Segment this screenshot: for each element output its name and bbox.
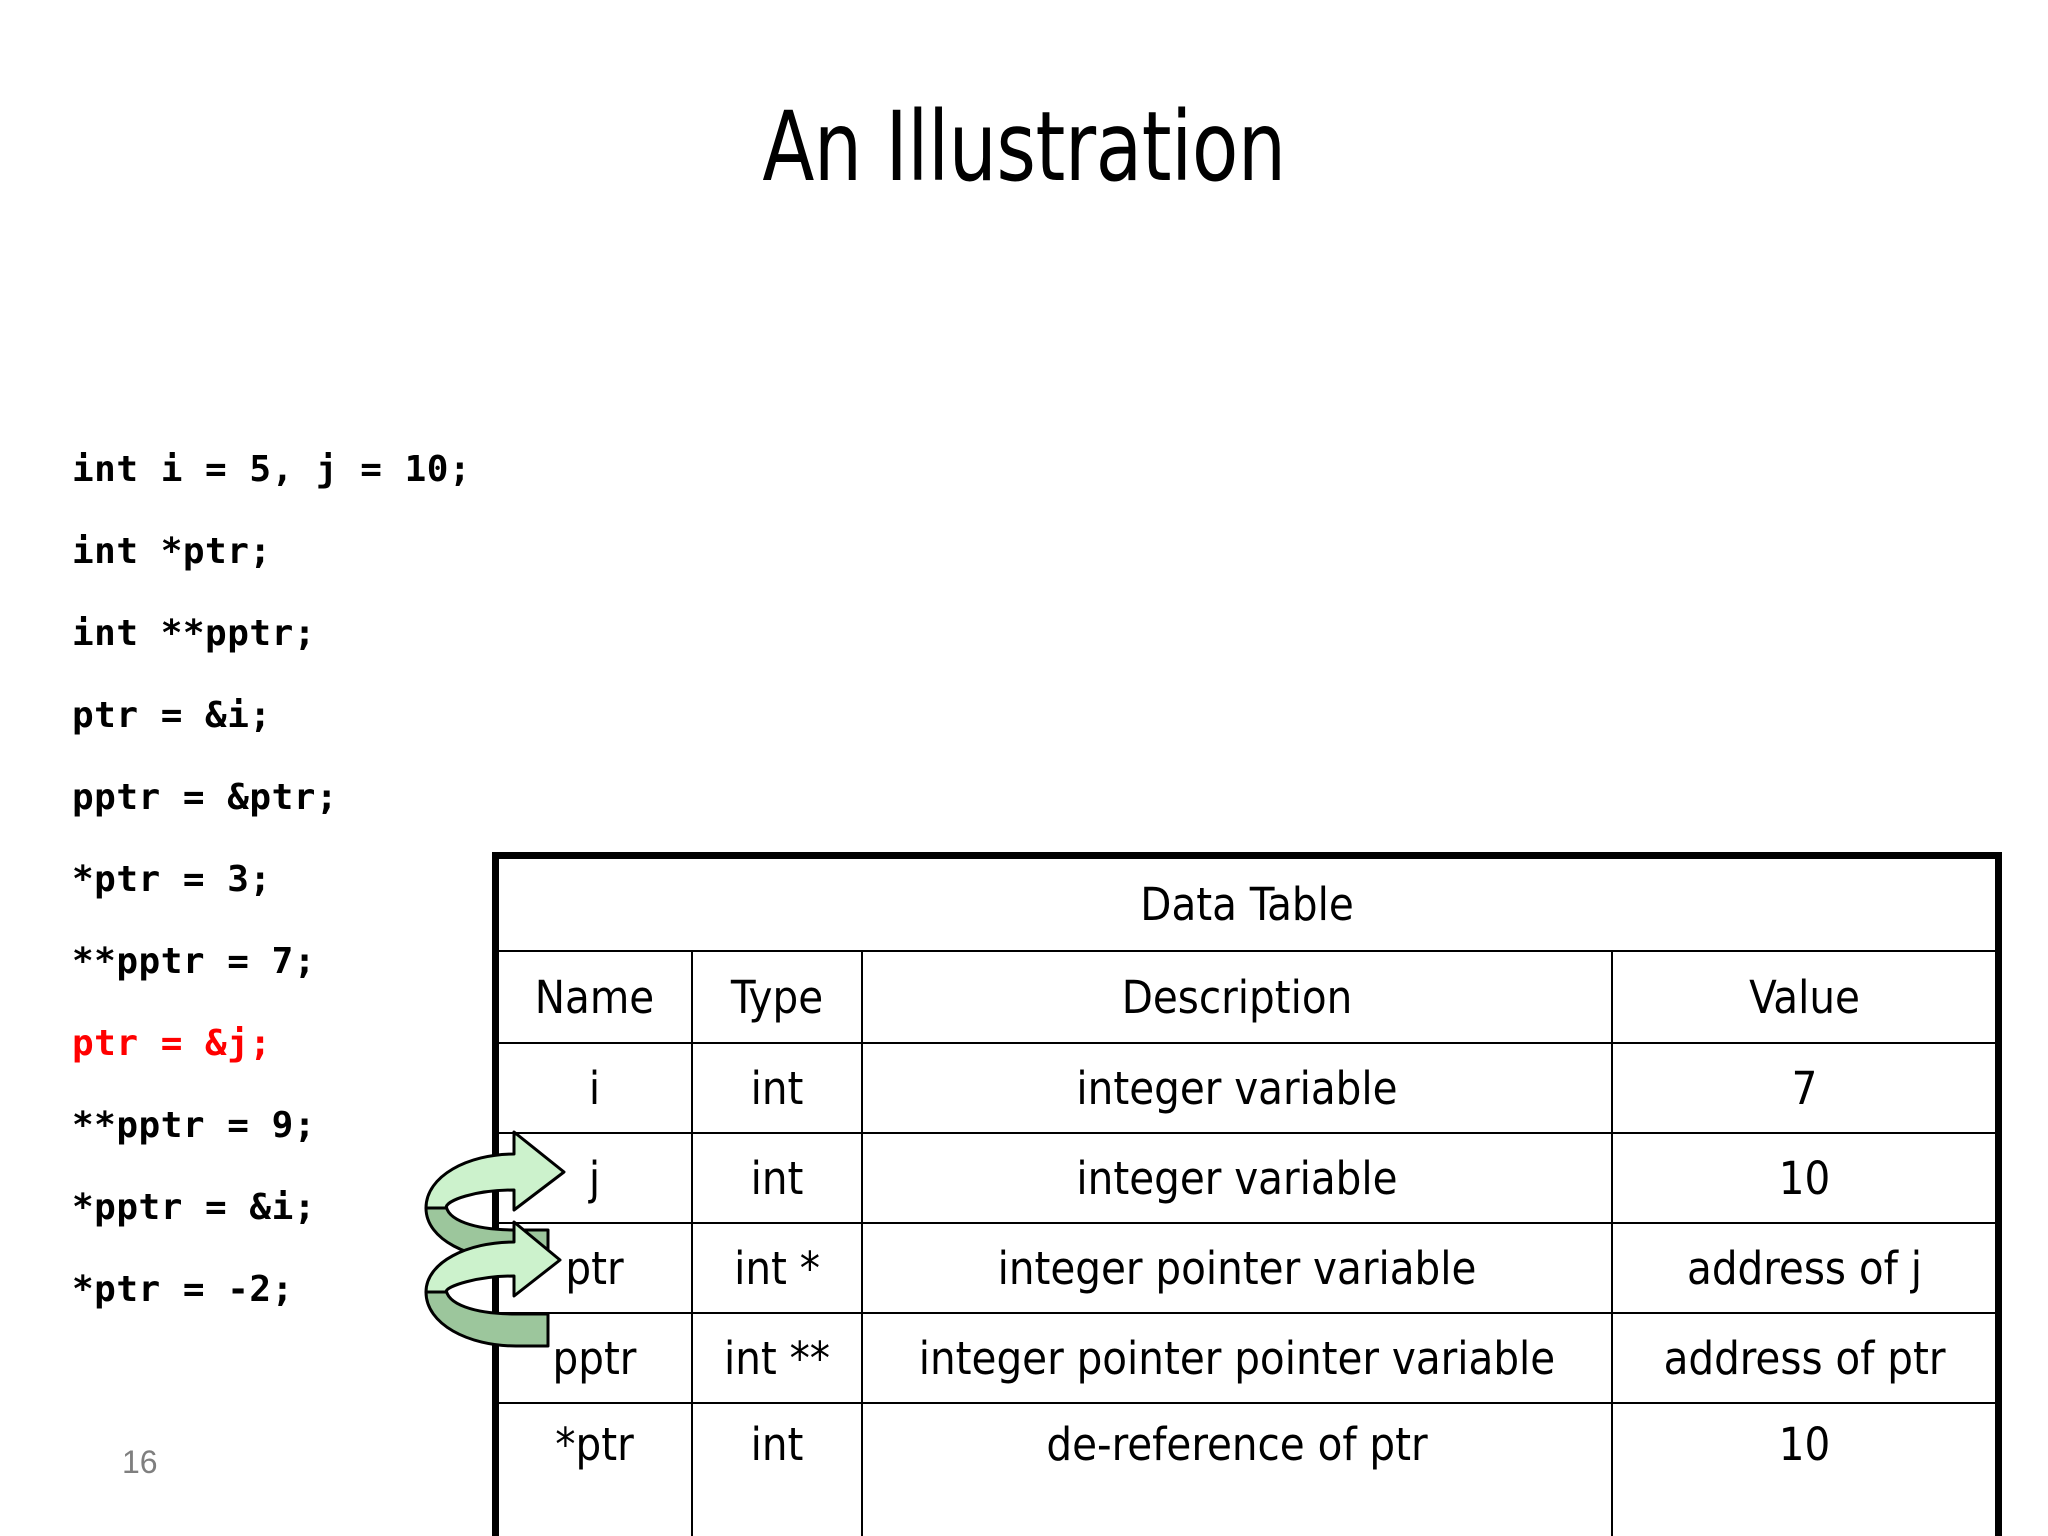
code-line: **pptr = 7; xyxy=(72,941,316,982)
code-line: int *ptr; xyxy=(72,531,272,572)
cell-description: integer variable xyxy=(861,1042,1613,1134)
cell-value: 10 xyxy=(1610,1132,1999,1224)
cell-value: address of ptr xyxy=(1610,1312,1999,1404)
page-number: 16 xyxy=(122,1444,158,1480)
cell-description: integer pointer variable xyxy=(861,1222,1613,1314)
code-line: int **pptr; xyxy=(72,613,316,654)
table-header-row: Name Type Description Value xyxy=(496,950,1999,1044)
table-row: *ptr int de-reference of ptr 10 xyxy=(496,1402,1999,1536)
column-header-type: Type xyxy=(691,950,863,1044)
table-row: i int integer variable 7 xyxy=(496,1042,1999,1134)
code-line: pptr = &ptr; xyxy=(72,777,339,818)
cell-name: j xyxy=(496,1132,693,1224)
cell-type: int xyxy=(691,1132,863,1224)
code-line: **pptr = 9; xyxy=(72,1105,316,1146)
cell-type: int ** xyxy=(691,1312,863,1404)
column-header-description: Description xyxy=(861,950,1613,1044)
cell-name: i xyxy=(496,1042,693,1134)
cell-type: int xyxy=(691,1402,863,1536)
table-row: j int integer variable 10 xyxy=(496,1132,1999,1224)
cell-value: 10 xyxy=(1610,1402,1999,1536)
data-table-container: Data Table Name Type Description Value i… xyxy=(491,852,2003,1536)
cell-name: *ptr xyxy=(496,1402,693,1536)
code-line: *pptr = &i; xyxy=(72,1187,316,1228)
code-line: *ptr = 3; xyxy=(72,859,272,900)
cell-value: address of j xyxy=(1610,1222,1999,1314)
column-header-value: Value xyxy=(1610,950,1999,1044)
code-line: *ptr = -2; xyxy=(72,1269,294,1310)
cell-name: ptr xyxy=(496,1222,693,1314)
table-title-row: Data Table xyxy=(495,856,1999,952)
cell-type: int xyxy=(691,1042,863,1134)
table-title: Data Table xyxy=(495,856,1999,952)
table-row: ptr int * integer pointer variable addre… xyxy=(496,1222,1999,1314)
cell-description: integer variable xyxy=(861,1132,1613,1224)
cell-value: 7 xyxy=(1610,1042,1999,1134)
column-header-name: Name xyxy=(496,950,693,1044)
code-line: int i = 5, j = 10; xyxy=(72,449,472,490)
page-title: An Illustration xyxy=(762,91,1286,203)
data-table: Data Table Name Type Description Value i… xyxy=(491,852,2003,1536)
cell-description: integer pointer pointer variable xyxy=(861,1312,1613,1404)
code-listing: int i = 5, j = 10; int *ptr; int **pptr;… xyxy=(72,452,592,1354)
cell-name: pptr xyxy=(496,1312,693,1404)
cell-type: int * xyxy=(691,1222,863,1314)
table-row: pptr int ** integer pointer pointer vari… xyxy=(496,1312,1999,1404)
code-line: ptr = &i; xyxy=(72,695,272,736)
code-line-highlighted: ptr = &j; xyxy=(72,1023,272,1064)
cell-description: de-reference of ptr xyxy=(861,1402,1613,1536)
